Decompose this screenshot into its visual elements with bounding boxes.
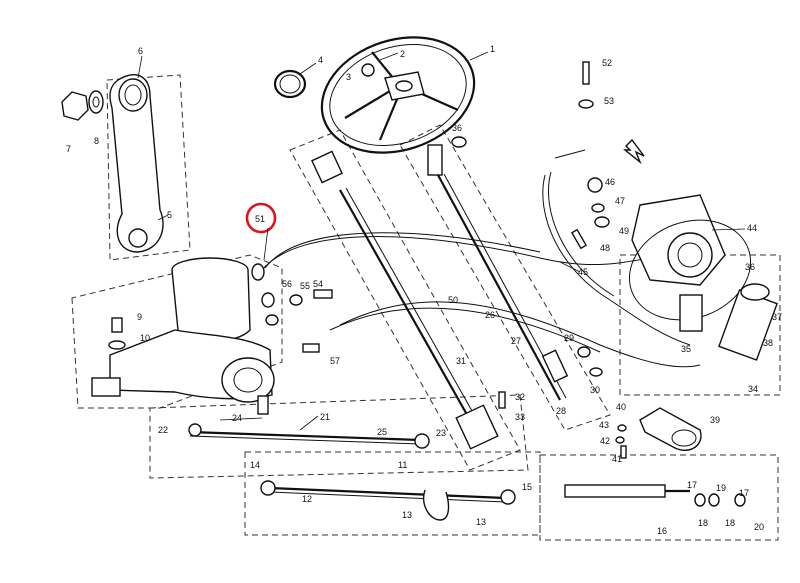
callout-18b: 18 [725, 518, 735, 528]
callout-43: 43 [599, 420, 609, 430]
callout-25: 25 [377, 427, 387, 437]
callout-36b: 36 [745, 262, 755, 272]
callout-labels: 1 2 3 4 5 6 7 8 9 10 11 12 13 13 14 15 1… [66, 44, 782, 536]
callout-54: 54 [313, 279, 323, 289]
callout-44: 44 [747, 223, 757, 233]
pump-assembly [628, 194, 752, 321]
callout-22: 22 [158, 425, 168, 435]
leader-lines [137, 51, 746, 431]
callout-31: 31 [456, 356, 466, 366]
wheel-nut [361, 63, 375, 77]
callout-45: 45 [578, 267, 588, 277]
callout-29: 29 [564, 333, 574, 343]
callout-38: 38 [763, 338, 773, 348]
callout-3: 3 [346, 72, 351, 82]
callout-40: 40 [616, 402, 626, 412]
callout-35: 35 [681, 344, 691, 354]
drop-arm [109, 74, 164, 253]
track-rod-lower [260, 480, 516, 521]
callout-16: 16 [657, 526, 667, 536]
damper [564, 484, 746, 507]
callout-12: 12 [302, 494, 312, 504]
callout-26: 26 [485, 310, 495, 320]
callout-24: 24 [232, 413, 242, 423]
callout-4: 4 [318, 55, 323, 65]
callout-47: 47 [615, 196, 625, 206]
callout-41: 41 [612, 454, 622, 464]
arrow-icon [623, 138, 645, 165]
callout-8: 8 [94, 136, 99, 146]
callout-33: 33 [515, 412, 525, 422]
callout-17b: 17 [739, 488, 749, 498]
callout-19: 19 [716, 483, 726, 493]
callout-21: 21 [320, 412, 330, 422]
callout-46: 46 [605, 177, 615, 187]
callout-15: 15 [522, 482, 532, 492]
callout-7: 7 [66, 144, 71, 154]
callout-42: 42 [600, 436, 610, 446]
horn-ring [273, 69, 307, 99]
steering-box [91, 257, 275, 415]
callout-6: 6 [138, 46, 143, 56]
callout-17a: 17 [687, 480, 697, 490]
callout-55: 55 [300, 281, 310, 291]
callout-9: 9 [137, 312, 142, 322]
callout-32: 32 [515, 392, 525, 402]
callout-23: 23 [436, 428, 446, 438]
callout-36a: 36 [452, 123, 462, 133]
callout-34: 34 [748, 384, 758, 394]
nut-and-washer [61, 90, 104, 121]
callout-51: 51 [255, 214, 265, 224]
callout-48: 48 [600, 243, 610, 253]
callout-50: 50 [448, 295, 458, 305]
callout-10: 10 [140, 333, 150, 343]
callout-18a: 18 [698, 518, 708, 528]
steering-wheel [320, 36, 476, 154]
steering-columns [311, 136, 569, 450]
group-outlines [71, 74, 781, 541]
callout-20: 20 [754, 522, 764, 532]
callout-56: 56 [282, 279, 292, 289]
callout-52: 52 [602, 58, 612, 68]
cables [251, 149, 701, 368]
callout-37: 37 [772, 312, 782, 322]
clamp [639, 407, 702, 451]
callout-57: 57 [330, 356, 340, 366]
highlight-circle [245, 202, 277, 234]
callout-49: 49 [619, 226, 629, 236]
callout-39: 39 [710, 415, 720, 425]
callout-13b: 13 [476, 517, 486, 527]
bolts-and-washers [261, 61, 627, 459]
callout-28: 28 [556, 406, 566, 416]
track-rod-upper [188, 423, 430, 449]
callout-14: 14 [250, 460, 260, 470]
callout-1: 1 [490, 44, 495, 54]
callout-30: 30 [590, 385, 600, 395]
callout-2: 2 [400, 49, 405, 59]
callout-53: 53 [604, 96, 614, 106]
callout-5: 5 [167, 210, 172, 220]
callout-13a: 13 [402, 510, 412, 520]
reservoir [679, 283, 778, 361]
callout-11: 11 [398, 460, 407, 470]
callout-27: 27 [511, 336, 521, 346]
